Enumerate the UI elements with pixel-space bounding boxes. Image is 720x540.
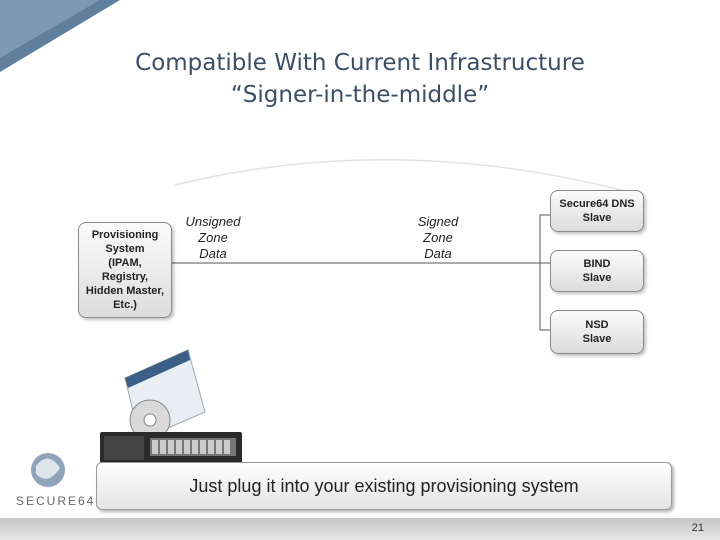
provisioning-system-node: Provisioning System (IPAM, Registry, Hid… (78, 222, 172, 318)
bind-slave-node: BIND Slave (550, 250, 644, 292)
flow-line-nsd (539, 263, 550, 331)
appliance-box-illustration (124, 349, 206, 441)
flow-line-secure64 (539, 214, 550, 263)
signed-zone-data-label: Signed Zone Data (417, 214, 459, 261)
logo-text: SECURE64 (16, 494, 96, 508)
page-number: 21 (691, 522, 704, 534)
unsigned-zone-data-label: Unsigned Zone Data (185, 214, 241, 261)
footer-bar (0, 518, 720, 540)
nsd-slave-node: NSD Slave (550, 310, 644, 354)
slide-subtitle: “Signer-in-the-middle” (230, 82, 490, 108)
slide-title: Compatible With Current Infrastructure (135, 50, 585, 76)
secure64-logo-icon (31, 453, 65, 487)
banner-message: Just plug it into your existing provisio… (96, 462, 672, 510)
secure64-dns-slave-node: Secure64 DNS Slave (550, 190, 644, 232)
corner-decoration (0, 0, 120, 72)
rack-server-illustration (100, 432, 242, 464)
